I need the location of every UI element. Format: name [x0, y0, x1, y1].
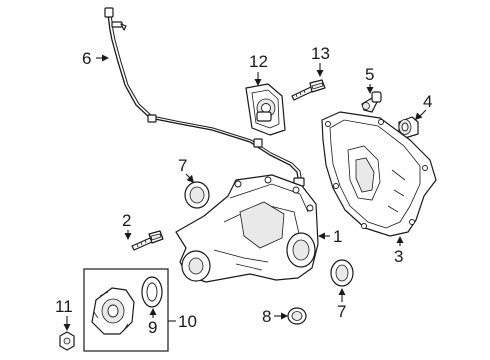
part-4-bushing [398, 116, 419, 139]
callout-6: 6 [82, 49, 91, 68]
leader-5-arrow [366, 87, 374, 94]
leader-3-arrow [396, 236, 404, 243]
leader-13-arrow [316, 70, 324, 77]
callout-4: 4 [423, 92, 432, 111]
callout-3: 3 [394, 247, 403, 266]
part-10-differential-case [91, 287, 135, 335]
leader-4 [419, 109, 427, 117]
callout-11: 11 [55, 297, 73, 316]
part-13-bolt [291, 79, 326, 101]
part-7-seal-lower [330, 259, 354, 287]
callout-2: 2 [122, 211, 131, 230]
callout-8: 8 [262, 307, 271, 326]
leader-7-upper [185, 173, 191, 179]
callout-12: 12 [249, 52, 268, 71]
leader-8-arrow [281, 312, 288, 320]
leader-2-arrow [124, 233, 132, 240]
part-2-bolt [131, 230, 164, 251]
callout-1: 1 [333, 227, 342, 246]
part-1-differential-housing [175, 174, 319, 283]
part-11-nut [59, 331, 75, 351]
leader-7-upper-arrow [186, 175, 194, 183]
part-3-cover [321, 111, 437, 237]
callout-7-upper: 7 [178, 156, 187, 175]
callout-10: 10 [178, 312, 197, 331]
part-9-shim [141, 276, 163, 308]
leader-6-arrow [102, 54, 109, 62]
leader-4-arrow [415, 112, 423, 120]
part-12-bracket [245, 83, 286, 136]
callout-7-lower: 7 [337, 302, 346, 321]
part-10-group-box [83, 268, 169, 352]
callout-13: 13 [311, 44, 330, 63]
leader-7-lower-arrow [338, 288, 346, 295]
callout-5: 5 [365, 65, 374, 84]
leader-9-arrow [149, 308, 157, 315]
leader-11-arrow [63, 324, 71, 331]
part-5-vent [361, 91, 382, 113]
callout-9: 9 [148, 318, 157, 337]
part-8-plug [287, 307, 307, 325]
leader-12-arrow [254, 79, 262, 86]
leader-1-arrow [318, 232, 325, 240]
part-7-seal-upper [184, 181, 210, 209]
